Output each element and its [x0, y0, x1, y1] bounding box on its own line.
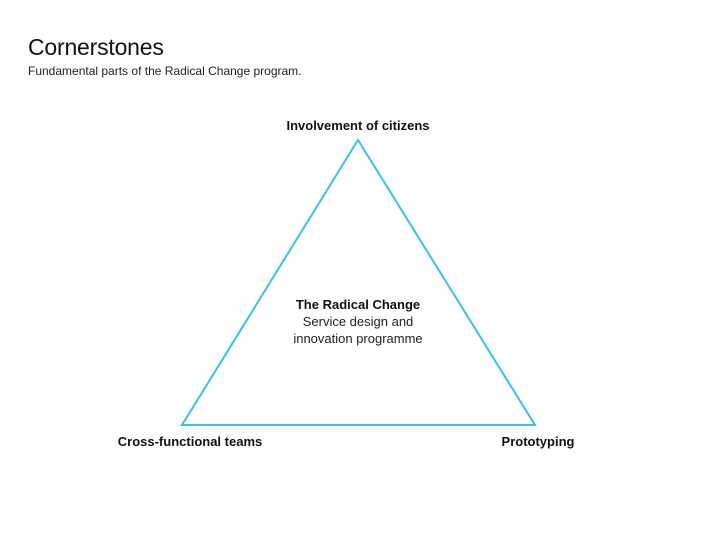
center-description: The Radical Change Service design and in… [293, 297, 422, 348]
page-subtitle: Fundamental parts of the Radical Change … [28, 64, 302, 78]
center-line-2: innovation programme [293, 330, 423, 346]
center-title: The Radical Change [295, 297, 421, 312]
vertex-label-left: Cross-functional teams [117, 434, 263, 449]
triangle-shape [180, 138, 537, 426]
vertex-label-right: Prototyping [501, 434, 575, 449]
vertex-label-top: Involvement of citizens [286, 118, 430, 133]
center-line-1: Service design and [302, 313, 414, 329]
page-title: Cornerstones [28, 34, 164, 60]
